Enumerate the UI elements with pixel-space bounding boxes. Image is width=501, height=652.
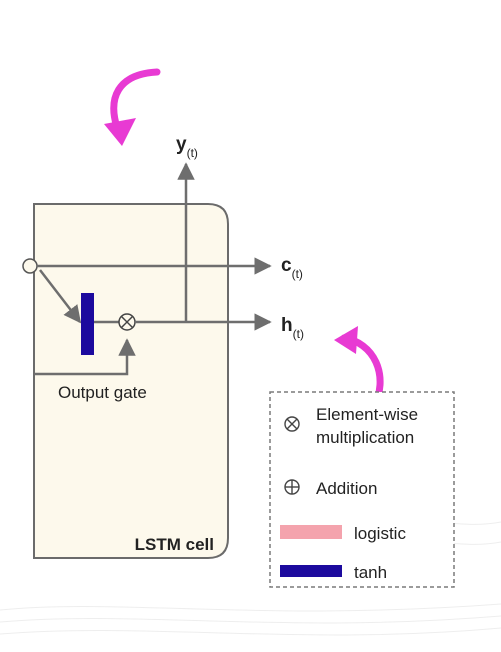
lstm-cell-label: LSTM cell — [135, 535, 214, 554]
element-wise-multiplication-operator-icon — [118, 313, 136, 331]
tanh-block — [81, 293, 94, 355]
c-output-label: c(t) — [281, 255, 303, 281]
legend-multiplication-line1: Element-wise — [316, 405, 418, 424]
element-wise-multiplication-icon — [284, 416, 300, 432]
tanh-swatch — [280, 565, 342, 577]
y-output-label: y(t) — [176, 134, 198, 160]
annotation-arrow-top — [104, 68, 161, 146]
legend-item-addition: Addition — [284, 479, 377, 498]
output-gate-input-arrow — [34, 338, 136, 376]
c-to-tanh-arrow — [39, 269, 82, 324]
output-gate-label: Output gate — [58, 383, 147, 402]
logistic-swatch — [280, 525, 342, 539]
legend-box — [269, 391, 455, 588]
legend-multiplication-line2: multiplication — [316, 428, 414, 447]
h-output-label: h(t) — [281, 315, 304, 341]
legend-item-tanh: tanh — [280, 563, 387, 582]
addition-icon — [284, 479, 300, 495]
legend-logistic-label: logistic — [354, 524, 406, 543]
legend-item-multiplication: Element-wise multiplication — [284, 405, 418, 447]
legend-addition-label: Addition — [316, 479, 377, 498]
lstm-cell-box — [33, 203, 229, 559]
legend-item-logistic: logistic — [280, 524, 406, 543]
addition-operator-partial-icon — [22, 258, 38, 274]
legend-tanh-label: tanh — [354, 563, 387, 582]
